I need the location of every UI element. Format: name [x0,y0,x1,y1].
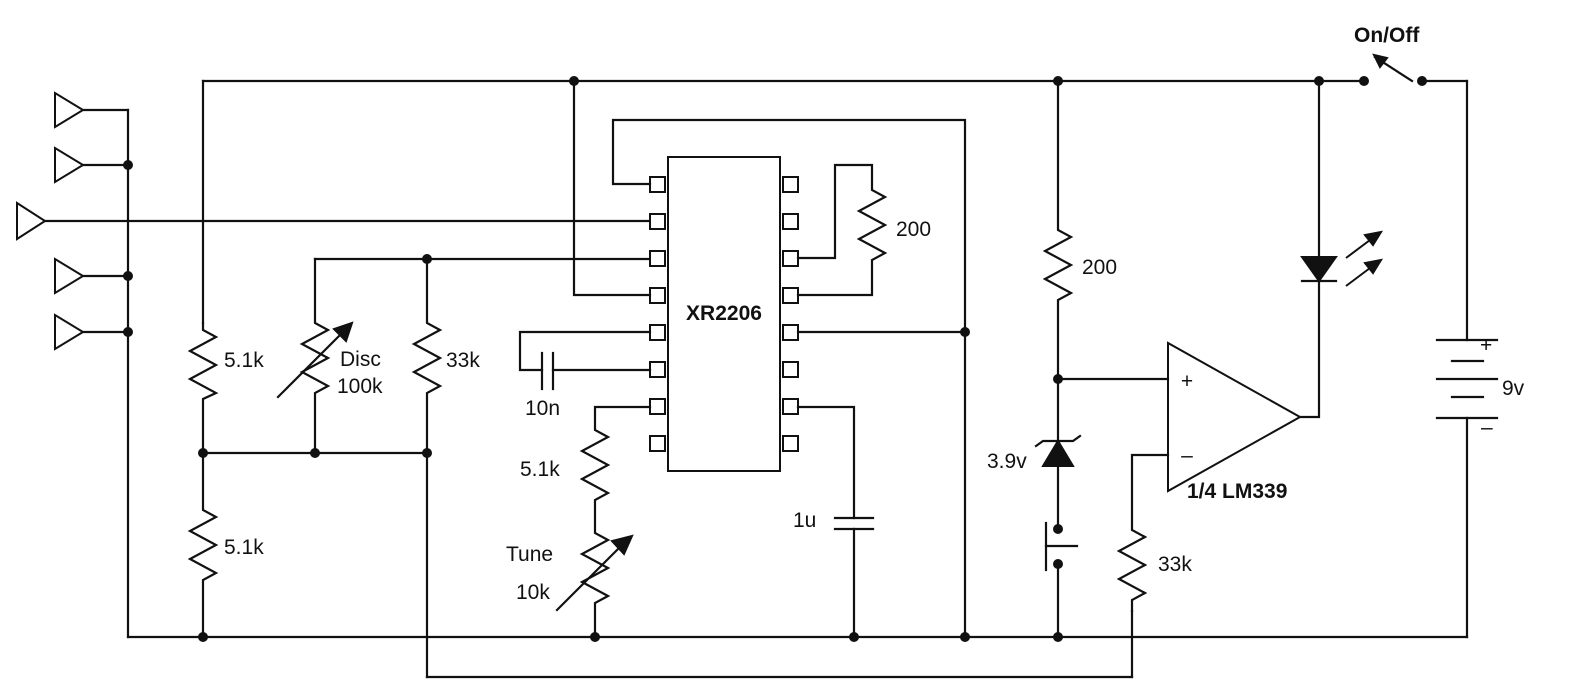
component-labels: 5.1k 5.1k Disc 100k 33k 10n 5.1k Tune 10… [224,24,1525,604]
label-r-33k-right: 33k [1158,553,1192,576]
battery [1435,338,1499,420]
label-battery-minus: – [1481,416,1493,439]
label-r-5k1-top: 5.1k [224,349,264,372]
label-battery-plus: + [1480,334,1492,357]
coil-terminal-3 [16,201,652,241]
reference-network [1034,79,1170,639]
label-r-5k1-bottom: 5.1k [224,536,264,559]
label-r-33k-left: 33k [446,349,480,372]
label-comparator: 1/4 LM339 [1187,480,1287,503]
bridge-network [187,79,1134,679]
comparator-symbol [1167,341,1303,493]
coil-terminal-1 [54,91,130,129]
output-stage: + – [1167,53,1499,493]
label-r-tune-fixed: 5.1k [520,458,560,481]
ic-label: XR2206 [686,302,762,325]
label-pot-tune-name: Tune [506,543,553,566]
label-cap-10n: 10n [525,397,560,420]
label-pot-disc-name: Disc [340,348,381,371]
label-pot-disc-value: 100k [337,375,383,398]
coil-terminals [16,91,652,639]
xr2206-chip: XR2206 [649,156,799,472]
led-indicator [1300,79,1384,287]
label-cap-1u: 1u [793,509,816,532]
coil-terminal-2 [54,146,130,184]
comparator-minus-sign: – [1181,444,1193,467]
label-pot-tune-value: 10k [516,581,550,604]
label-r-200-ref: 200 [1082,256,1117,279]
supply-wiring [126,79,1469,639]
label-zener: 3.9v [987,450,1027,473]
junction-dots [123,76,1427,642]
label-on-off-switch: On/Off [1354,24,1420,47]
label-battery-value: 9v [1502,377,1525,400]
coil-terminal-4 [54,257,130,295]
ic-wiring [518,79,967,639]
label-r-200-ic: 200 [896,218,931,241]
power-switch [1372,53,1414,83]
comparator-plus-sign: + [1181,370,1193,393]
coil-terminal-5 [54,313,130,351]
